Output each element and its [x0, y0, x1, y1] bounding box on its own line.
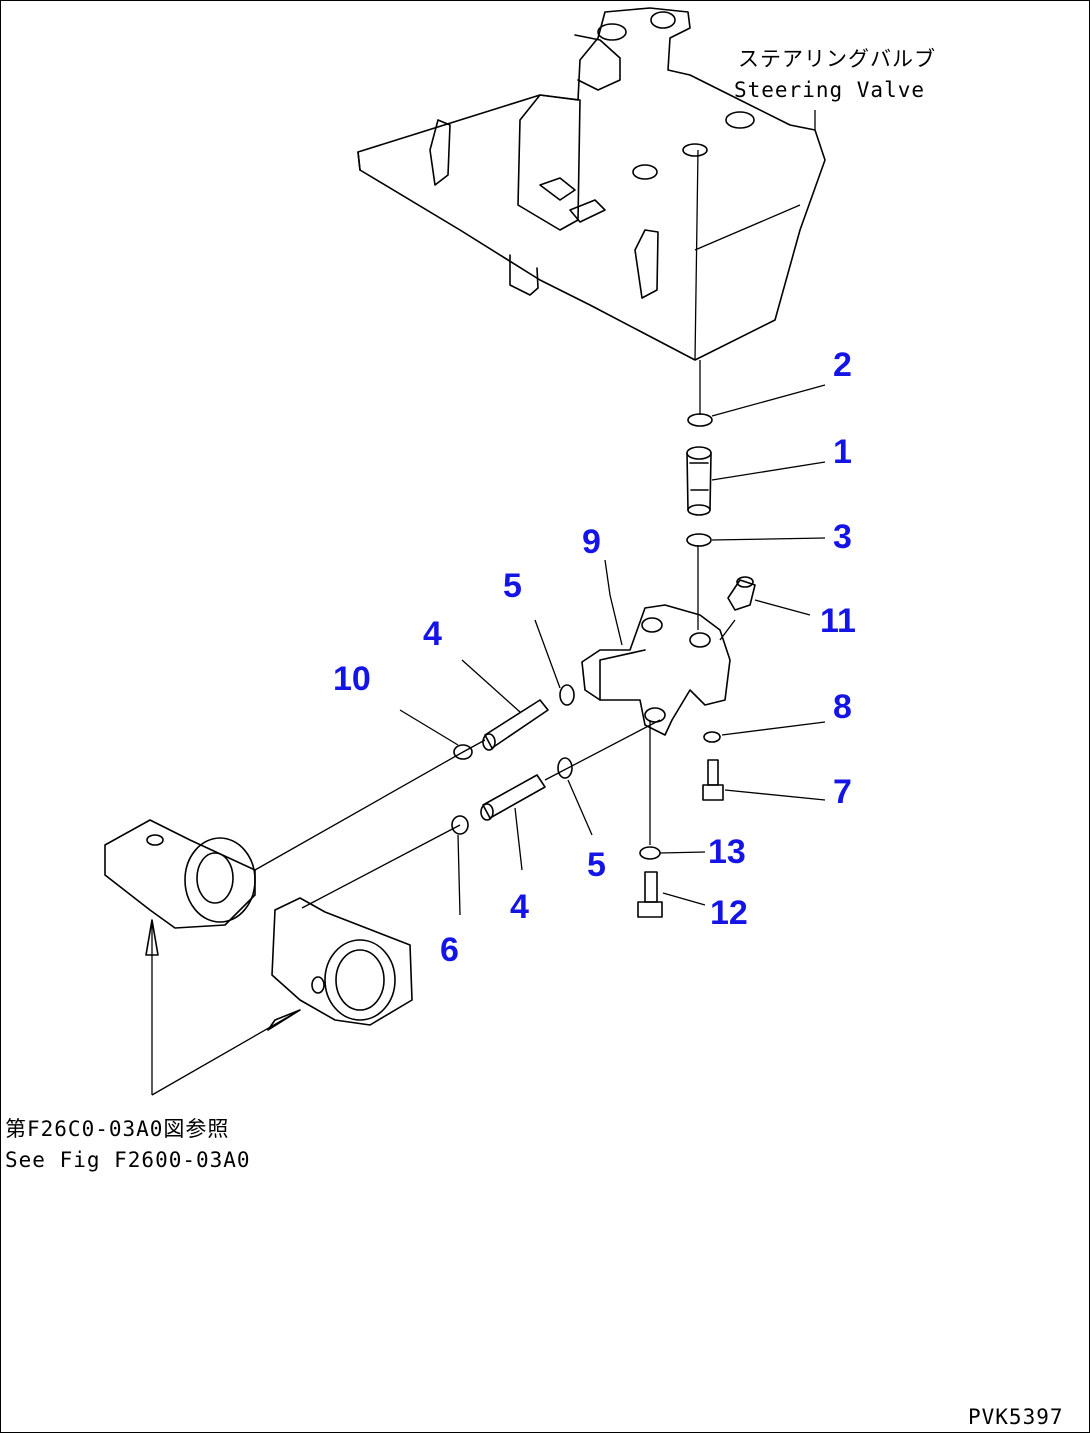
- steering-valve-en: Steering Valve: [734, 78, 925, 102]
- callout-12: 12: [710, 894, 748, 932]
- steering-valve-jp: ステアリングバルブ: [738, 47, 936, 71]
- callout-7: 7: [833, 773, 852, 811]
- washer-8: [703, 731, 721, 743]
- callout-2: 2: [833, 346, 852, 384]
- tube-4a: [482, 699, 549, 751]
- callout-13: 13: [708, 833, 746, 871]
- callout-3: 3: [833, 518, 852, 556]
- oring-3: [686, 533, 712, 547]
- block-9: [581, 604, 731, 736]
- callout-9: 9: [582, 523, 601, 561]
- callout-4a: 4: [423, 615, 442, 653]
- callout-leaders: [399, 384, 826, 916]
- flange-housing-lower: [271, 897, 413, 1026]
- callout-5a: 5: [503, 567, 522, 605]
- oring-10: [453, 744, 473, 760]
- oring-5a: [559, 684, 575, 706]
- washer-13: [639, 846, 661, 860]
- callout-4b: 4: [510, 888, 529, 926]
- callout-11: 11: [820, 602, 856, 640]
- callout-6: 6: [440, 931, 459, 969]
- conn-line-3: [544, 719, 661, 781]
- callout-1: 1: [833, 433, 852, 471]
- oring-2: [687, 413, 713, 427]
- ref-fig-en: See Fig F2600-03A0: [5, 1148, 251, 1172]
- conn-line-2: [301, 824, 461, 909]
- oring-6: [451, 815, 469, 835]
- callout-8: 8: [833, 688, 852, 726]
- ref-arrows: [145, 919, 301, 1096]
- plug-11: [727, 576, 756, 611]
- callout-10: 10: [333, 660, 371, 698]
- sleeve-1: [686, 446, 712, 516]
- tube-4b: [480, 774, 546, 821]
- flange-housing-upper: [104, 819, 256, 929]
- ref-fig-jp: 第F26C0-03A0図参照: [5, 1117, 229, 1141]
- bolt-12: [637, 871, 663, 918]
- callout-5b: 5: [587, 846, 606, 884]
- conn-line-1: [254, 739, 486, 871]
- steering-valve-bracket: [357, 7, 826, 361]
- drawing-code: PVK5397: [968, 1405, 1064, 1429]
- bolt-7: [702, 759, 724, 801]
- oring-5b: [557, 757, 573, 779]
